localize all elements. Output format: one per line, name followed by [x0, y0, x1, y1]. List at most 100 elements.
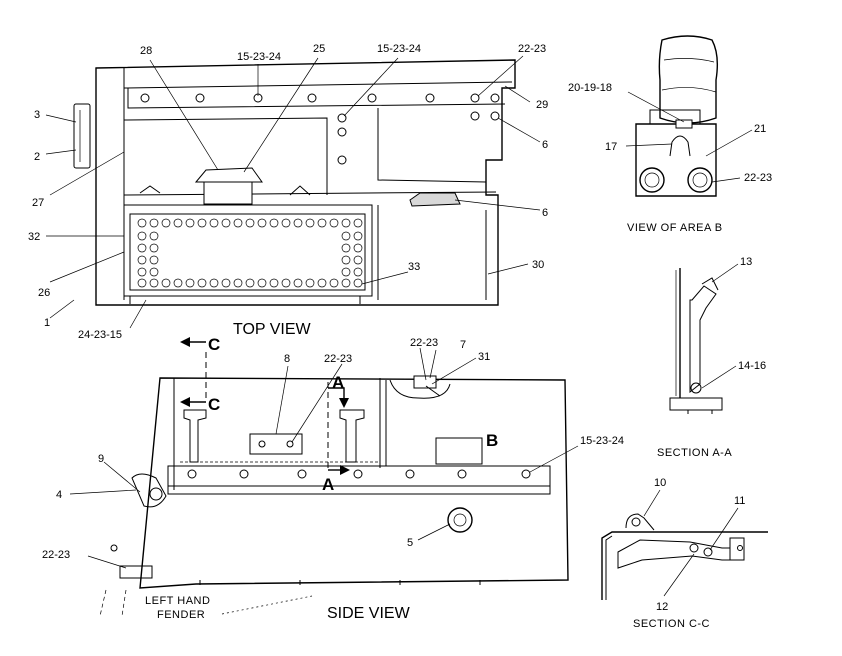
- side-view-title: SIDE VIEW: [327, 605, 411, 622]
- callout-12: 12: [656, 601, 668, 613]
- panel-hole: [233, 218, 243, 228]
- hole-grid: [137, 218, 363, 288]
- area-b-callouts: 20-19-18 21 17 22-23: [568, 82, 772, 184]
- panel-hole: [305, 218, 315, 228]
- panel-hole: [137, 255, 147, 265]
- callout-15-23-24: 15-23-24: [237, 51, 281, 63]
- callout-33: 33: [408, 261, 420, 273]
- callout-14-16: 14-16: [738, 360, 766, 372]
- callout-22-23: 22-23: [42, 549, 70, 561]
- panel-hole: [209, 278, 219, 288]
- callout-24-23-15: 24-23-15: [78, 329, 122, 341]
- panel-hole: [149, 218, 159, 228]
- callout-8: 8: [284, 353, 290, 365]
- section-marker-b: B: [486, 431, 498, 450]
- panel-hole: [221, 278, 231, 288]
- section-cc-title: SECTION C-C: [633, 618, 710, 630]
- panel-hole: [245, 278, 255, 288]
- section-marker-c-top: C: [208, 335, 220, 354]
- panel-hole: [317, 218, 327, 228]
- section-cut-lines: [180, 337, 350, 475]
- panel-hole: [269, 218, 279, 228]
- panel-hole: [149, 278, 159, 288]
- panel-hole: [209, 218, 219, 228]
- callout-2: 2: [34, 151, 40, 163]
- callout-30: 30: [532, 259, 544, 271]
- section-marker-c-bottom: C: [208, 395, 220, 414]
- panel-hole: [353, 231, 363, 241]
- panel-hole: [353, 218, 363, 228]
- panel-hole: [185, 278, 195, 288]
- callout-15-23-24: 15-23-24: [377, 43, 421, 55]
- callout-6: 6: [542, 207, 548, 219]
- top-view-leaders: [45, 55, 541, 329]
- area-b-title: VIEW OF AREA B: [627, 222, 723, 234]
- callout-25: 25: [313, 43, 325, 55]
- panel-hole: [137, 243, 147, 253]
- panel-hole: [293, 218, 303, 228]
- callout-27: 27: [32, 197, 44, 209]
- panel-hole: [173, 218, 183, 228]
- section-aa-view: [669, 263, 739, 414]
- panel-hole: [149, 243, 159, 253]
- panel-hole: [137, 278, 147, 288]
- panel-hole: [329, 278, 339, 288]
- callout-4: 4: [56, 489, 62, 501]
- callout-22-23: 22-23: [324, 353, 352, 365]
- callout-3: 3: [34, 109, 40, 121]
- panel-hole: [257, 278, 267, 288]
- panel-hole: [137, 267, 147, 277]
- panel-hole: [221, 218, 231, 228]
- panel-hole: [281, 278, 291, 288]
- callout-5: 5: [407, 537, 413, 549]
- callout-22-23: 22-23: [410, 337, 438, 349]
- panel-hole: [149, 267, 159, 277]
- section-cc-view: [601, 489, 768, 600]
- panel-hole: [257, 218, 267, 228]
- callout-7: 7: [460, 339, 466, 351]
- panel-hole: [269, 278, 279, 288]
- panel-hole: [161, 278, 171, 288]
- panel-hole: [341, 278, 351, 288]
- top-view: [73, 59, 516, 306]
- callout-21: 21: [754, 123, 766, 135]
- callout-6: 6: [542, 139, 548, 151]
- callout-10: 10: [654, 477, 666, 489]
- top-view-callouts: 28 15-23-24 25 15-23-24 22-23 29 3 2 6 2…: [28, 43, 548, 341]
- panel-hole: [137, 218, 147, 228]
- panel-hole: [185, 218, 195, 228]
- panel-hole: [341, 255, 351, 265]
- section-aa-callouts: 13 14-16: [738, 256, 766, 372]
- panel-hole: [197, 218, 207, 228]
- side-rail-bolts: [187, 469, 531, 479]
- fender-label-line1: LEFT HAND: [145, 595, 210, 607]
- panel-hole: [353, 255, 363, 265]
- panel-hole: [197, 278, 207, 288]
- panel-hole: [341, 218, 351, 228]
- side-view: [99, 375, 569, 617]
- panel-hole: [341, 243, 351, 253]
- area-b-view: [625, 35, 753, 197]
- panel-hole: [305, 278, 315, 288]
- panel-hole: [233, 278, 243, 288]
- panel-hole: [353, 267, 363, 277]
- section-aa-title: SECTION A-A: [657, 447, 732, 459]
- panel-hole: [341, 267, 351, 277]
- callout-29: 29: [536, 99, 548, 111]
- panel-hole: [149, 255, 159, 265]
- panel-hole: [317, 278, 327, 288]
- panel-hole: [161, 218, 171, 228]
- side-view-callouts: 8 22-23 22-23 7 31 9 4 15-23-24 5 22-23: [42, 337, 624, 561]
- side-view-leaders: [69, 347, 579, 569]
- callout-28: 28: [140, 45, 152, 57]
- fender-label-line2: FENDER: [157, 609, 205, 621]
- panel-hole: [173, 278, 183, 288]
- section-marker-a-bottom: A: [322, 475, 334, 494]
- callout-22-23: 22-23: [744, 172, 772, 184]
- panel-hole: [329, 218, 339, 228]
- callout-17: 17: [605, 141, 617, 153]
- callout-9: 9: [98, 453, 104, 465]
- panel-hole: [353, 278, 363, 288]
- callout-22-23: 22-23: [518, 43, 546, 55]
